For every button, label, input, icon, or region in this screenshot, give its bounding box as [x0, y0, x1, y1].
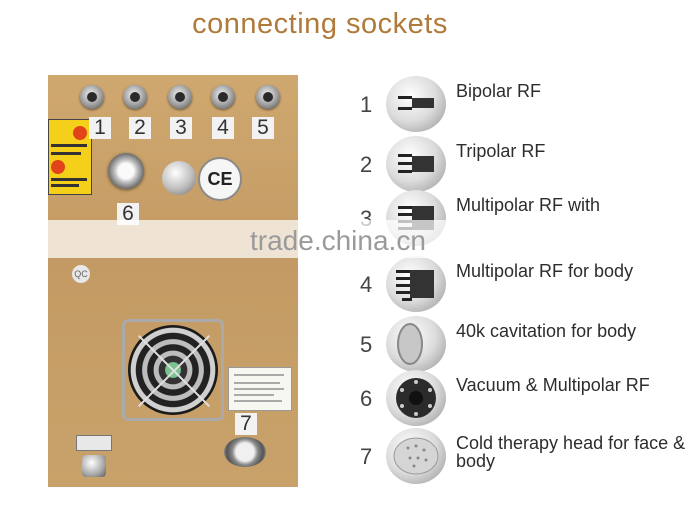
warning-label-card	[228, 367, 292, 411]
legend-number: 5	[360, 332, 373, 357]
socket-2	[123, 85, 147, 109]
tripolar-rf-head-icon	[386, 136, 446, 192]
legend-label: Bipolar RF	[456, 81, 542, 101]
ce-mark: CE	[198, 157, 242, 201]
legend-label: Cold therapy head for face & body	[456, 433, 686, 471]
socket-5	[256, 85, 280, 109]
legend-number: 7	[360, 444, 373, 469]
legend-label: Vacuum & Multipolar RF	[456, 375, 650, 395]
watermark: trade.china.cn	[250, 225, 426, 256]
socket-3	[168, 85, 192, 109]
fan-frame	[122, 319, 224, 421]
legend-number: 2	[360, 152, 373, 177]
socket-number: 5	[252, 117, 274, 139]
socket-number: 2	[129, 117, 151, 139]
legend-label: 40k cavitation for body	[456, 321, 637, 341]
legend-label: Multipolar RF with	[456, 195, 601, 215]
socket-number: 6	[117, 203, 139, 225]
socket-number: 3	[170, 117, 192, 139]
socket-6	[108, 153, 144, 189]
power-plug	[82, 455, 106, 477]
bipolar-rf-head-icon	[386, 76, 446, 132]
device-back-panel: 1 2 3 4 5 CE 6 QC 7	[48, 75, 298, 487]
qc-sticker: QC	[72, 265, 90, 283]
cavitation-head-icon	[386, 316, 446, 372]
cold-therapy-head-icon	[386, 428, 446, 484]
socket-number: 1	[89, 117, 111, 139]
control-knob	[162, 161, 196, 195]
socket-number: 4	[212, 117, 234, 139]
power-switch	[76, 435, 112, 451]
multipolar-rf-body-head-icon	[386, 256, 446, 312]
caution-sticker	[48, 119, 92, 195]
legend-number: 1	[360, 92, 373, 117]
legend-number: 6	[360, 386, 373, 411]
watermark-band	[48, 220, 700, 258]
legend-label: Tripolar RF	[456, 141, 546, 161]
socket-4	[211, 85, 235, 109]
socket-1	[80, 85, 104, 109]
page-title: connecting sockets	[192, 8, 448, 40]
legend-label: Multipolar RF for body	[456, 261, 634, 281]
legend-number: 4	[360, 272, 373, 297]
socket-7	[224, 437, 266, 467]
vacuum-head-icon	[386, 370, 446, 426]
socket-number: 7	[235, 413, 257, 435]
